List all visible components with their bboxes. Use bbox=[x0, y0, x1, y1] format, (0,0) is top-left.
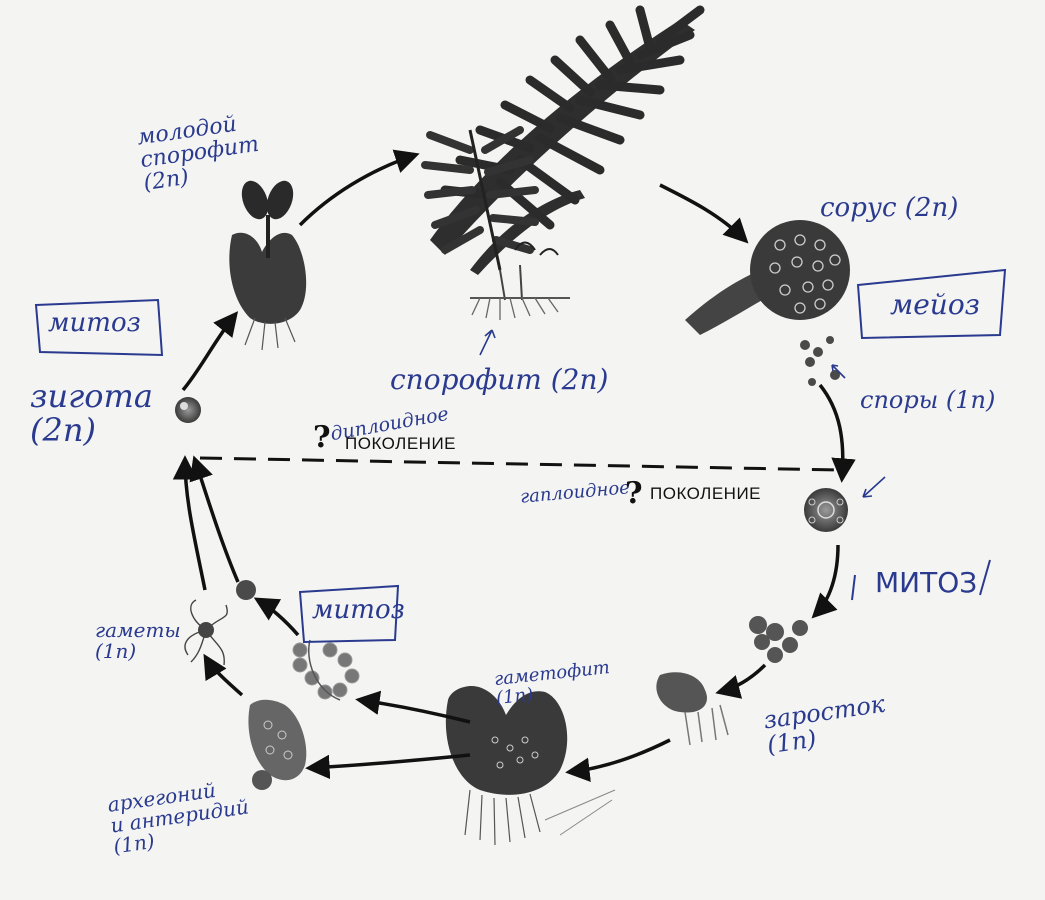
antheridium-column bbox=[293, 640, 359, 700]
diploid-question-mark: ? bbox=[313, 420, 331, 455]
label-haploid-generation: ПОКОЛЕНИЕ bbox=[650, 484, 761, 504]
dividing-cells bbox=[749, 616, 808, 663]
handwritten-boxes bbox=[36, 270, 1005, 642]
label-spores: споры (1n) bbox=[860, 388, 995, 413]
young-sporophyte bbox=[229, 177, 306, 350]
generation-separator bbox=[200, 458, 840, 470]
germinating-spore bbox=[804, 488, 848, 532]
label-meiosis: мейоз bbox=[890, 290, 980, 319]
gametophyte-illustration bbox=[446, 686, 615, 845]
mature-sporophyte-fern bbox=[425, 10, 700, 320]
haploid-question-mark: ? bbox=[625, 476, 643, 511]
young-prothallus bbox=[656, 672, 728, 745]
label-mitosis-middle: митоз bbox=[312, 597, 405, 624]
sorus-illustration bbox=[685, 220, 850, 335]
zygote-illustration bbox=[175, 397, 201, 423]
label-zygote: зигота (2n) bbox=[30, 380, 153, 447]
label-sporophyte: спорофит (2n) bbox=[390, 365, 608, 394]
label-mitosis-right: МИТОЗ bbox=[875, 568, 977, 597]
label-mitosis-left: митоз bbox=[48, 310, 141, 337]
label-diploid-generation: ПОКОЛЕНИЕ bbox=[345, 434, 456, 454]
label-gametes: гаметы (1n) bbox=[95, 620, 181, 662]
archegonium-antheridium bbox=[248, 700, 306, 790]
gametes-illustration bbox=[185, 580, 256, 665]
spores-illustration bbox=[800, 336, 840, 386]
label-sorus: сорус (2n) bbox=[820, 195, 958, 222]
annotation-pointers bbox=[480, 330, 885, 497]
